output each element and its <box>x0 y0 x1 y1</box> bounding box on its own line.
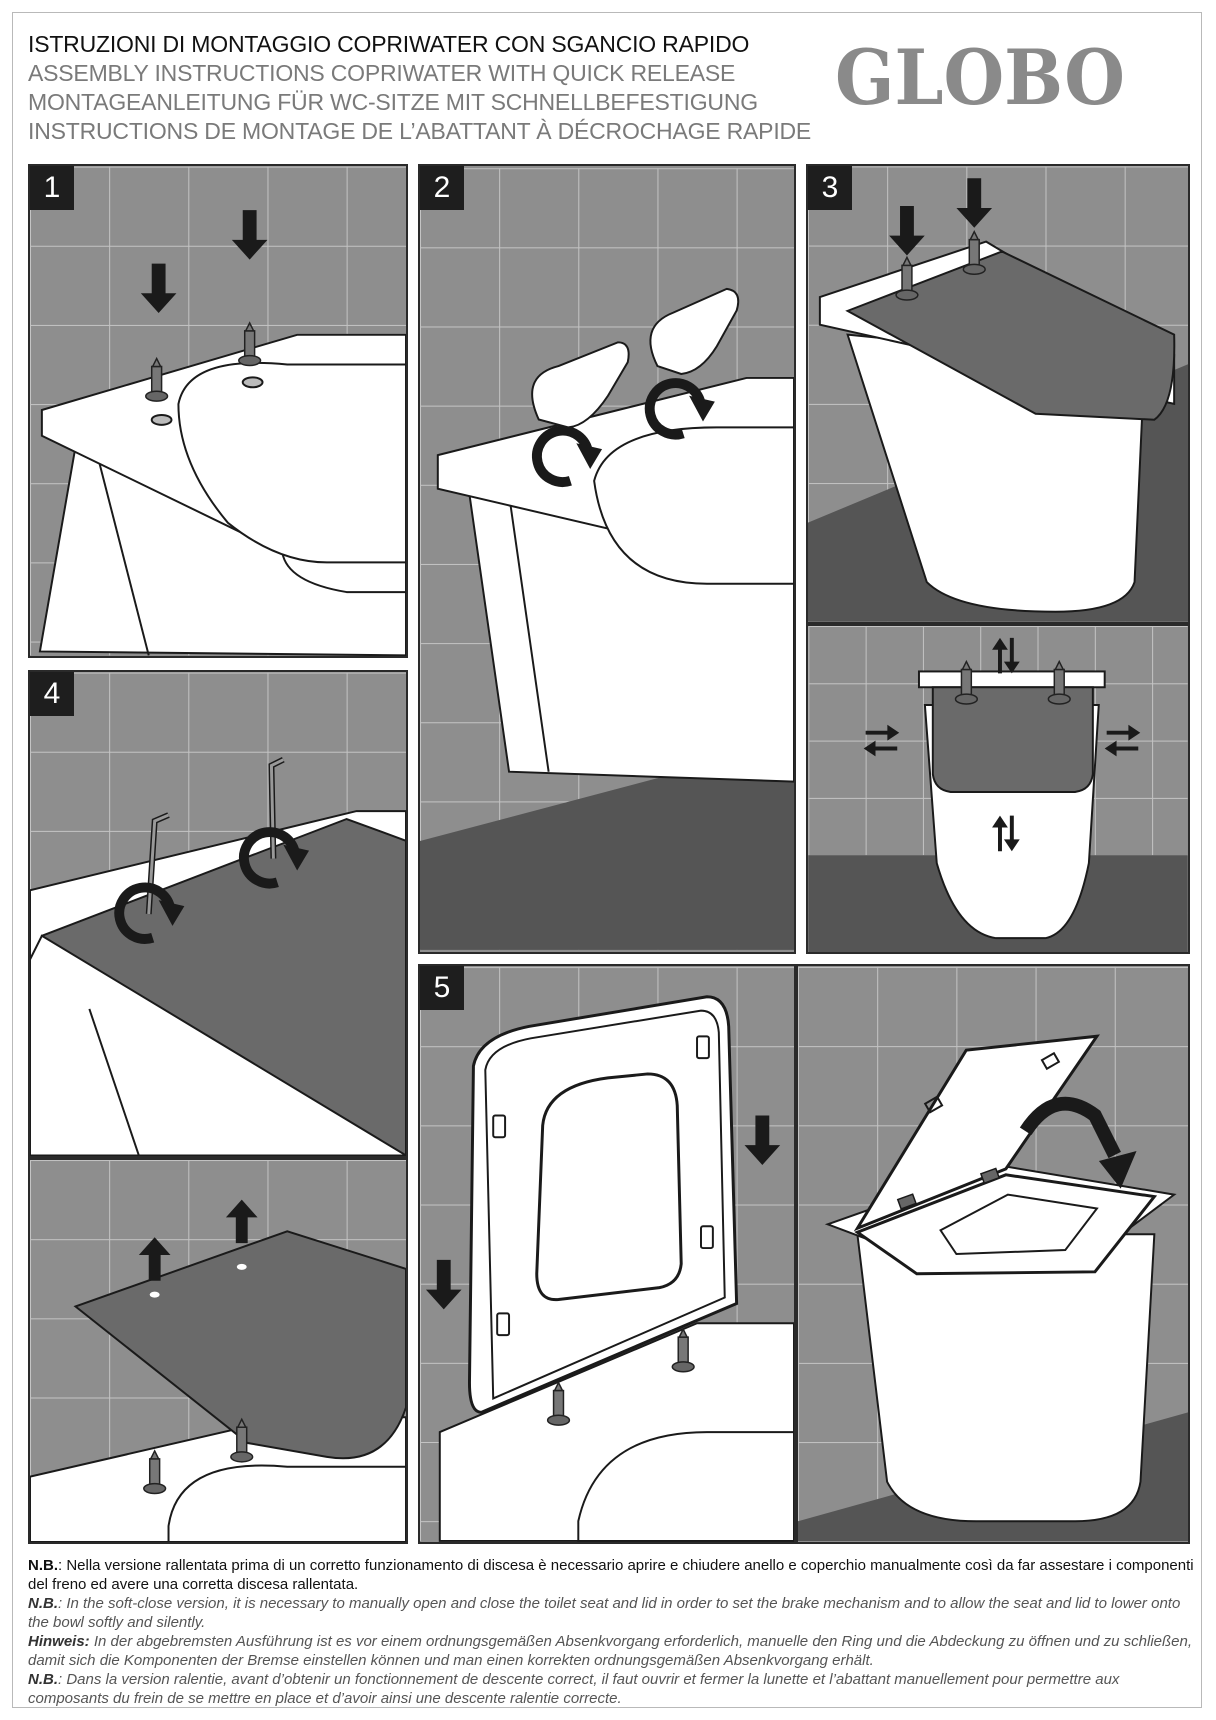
panel-step-5: 5 <box>418 964 796 1544</box>
note-french: N.B.: Dans la version ralentie, avant d’… <box>28 1670 1194 1708</box>
globo-logo: GLOBO <box>835 34 1125 116</box>
note-label: N.B. <box>28 1557 58 1574</box>
panel-step-4b <box>28 1158 408 1544</box>
panel-step-5b <box>796 964 1190 1544</box>
illustration-hand-tighten <box>420 168 794 950</box>
title-german: MONTAGEANLEITUNG FÜR WC-SITZE MIT SCHNEL… <box>28 89 758 115</box>
notes-block: N.B.: Nella versione rallentata prima di… <box>28 1556 1194 1708</box>
panel-step-4: 4 <box>28 670 408 1158</box>
panel-step-3b <box>806 624 1190 954</box>
illustration-lower-seat <box>420 967 794 1542</box>
note-german: Hinweis: In der abgebremsten Ausführung … <box>28 1632 1194 1670</box>
logo-text: GLOBO <box>835 34 1125 116</box>
title-block: ISTRUZIONI DI MONTAGGIO COPRIWATER CON S… <box>28 30 848 146</box>
note-text: : In the soft-close version, it is neces… <box>28 1595 1181 1631</box>
note-label: N.B. <box>28 1671 58 1688</box>
note-english: N.B.: In the soft-close version, it is n… <box>28 1594 1194 1632</box>
title-italian: ISTRUZIONI DI MONTAGGIO COPRIWATER CON S… <box>28 31 750 57</box>
note-text: : Nella versione rallentata prima di un … <box>28 1557 1194 1593</box>
note-text: : Dans la version ralentie, avant d’obte… <box>28 1671 1120 1707</box>
note-label: N.B. <box>28 1595 58 1612</box>
illustration-close-seat <box>798 966 1188 1542</box>
illustration-tighten-bolts <box>30 672 406 1156</box>
panel-step-2: 2 <box>418 164 796 954</box>
step-number-2: 2 <box>420 166 464 210</box>
step-number-5: 5 <box>420 966 464 1010</box>
panel-step-3: 3 <box>806 164 1190 624</box>
illustration-lift-template <box>30 1160 406 1542</box>
panel-step-1: 1 <box>28 164 408 658</box>
illustration-bolts-insert <box>30 166 406 656</box>
illustration-adjust-seat <box>808 626 1188 952</box>
page-frame <box>12 12 1202 1708</box>
step-number-4: 4 <box>30 672 74 716</box>
title-french: INSTRUCTIONS DE MONTAGE DE L’ABATTANT À … <box>28 118 812 144</box>
note-text: In der abgebremsten Ausführung ist es vo… <box>28 1633 1193 1669</box>
note-italian: N.B.: Nella versione rallentata prima di… <box>28 1556 1194 1594</box>
illustration-place-seat <box>808 166 1188 622</box>
title-english: ASSEMBLY INSTRUCTIONS COPRIWATER WITH QU… <box>28 60 736 86</box>
step-number-3: 3 <box>808 166 852 210</box>
step-number-1: 1 <box>30 166 74 210</box>
note-label: Hinweis: <box>28 1633 90 1650</box>
